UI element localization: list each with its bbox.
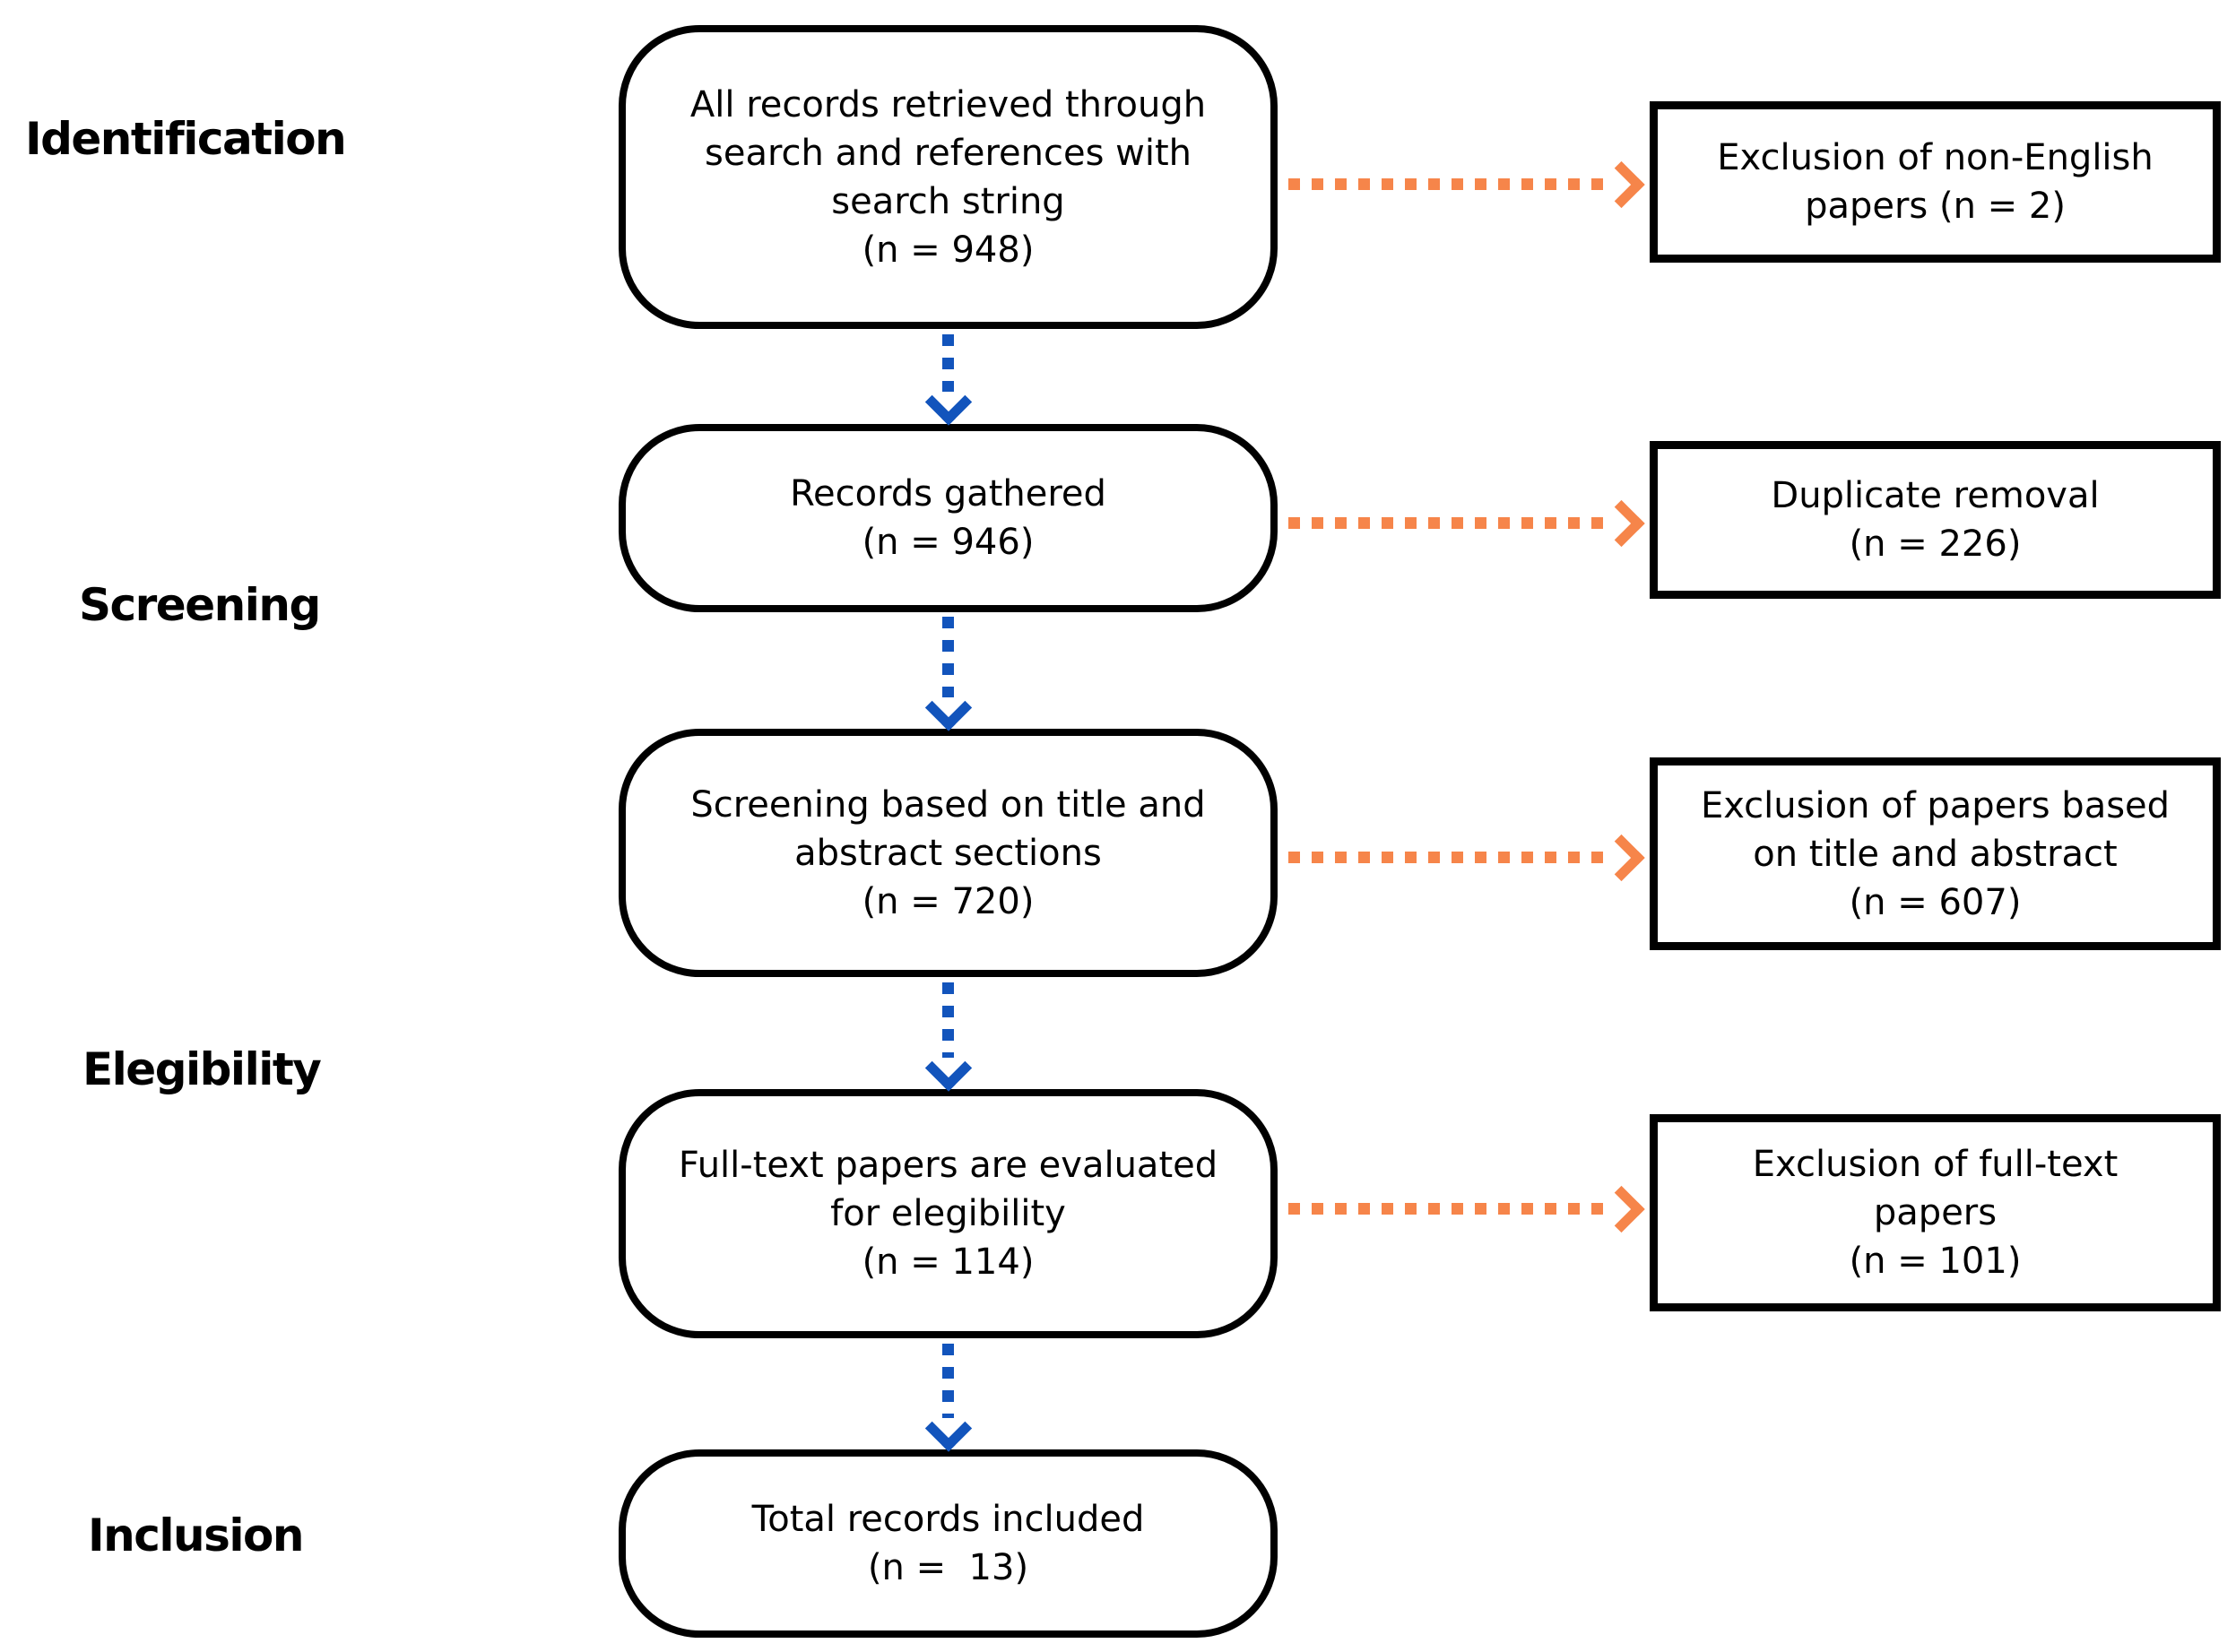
- exclusion-box-non-english-text: Exclusion of non-English papers (n = 2): [1717, 137, 2154, 227]
- exclusion-box-fulltext: Exclusion of full-text papers (n = 101): [1650, 1114, 2221, 1311]
- flow-box-fulltext-evaluated-text: Full-text papers are evaluated for elegi…: [678, 1145, 1218, 1283]
- exclusion-box-duplicates-text: Duplicate removal (n = 226): [1771, 475, 2100, 565]
- exclusion-box-fulltext-text: Exclusion of full-text papers (n = 101): [1752, 1144, 2119, 1282]
- arrow-down-icon-2: [942, 617, 954, 697]
- flow-box-records-retrieved-text: All records retrieved through search and…: [689, 83, 1207, 271]
- exclusion-box-title-abstract: Exclusion of papers based on title and a…: [1650, 757, 2221, 950]
- flow-box-total-included: Total records included (n = 13): [619, 1449, 1278, 1638]
- exclusion-box-non-english: Exclusion of non-English papers (n = 2): [1650, 101, 2221, 263]
- flow-box-total-included-text: Total records included (n = 13): [751, 1499, 1145, 1588]
- flow-box-records-retrieved: All records retrieved through search and…: [619, 25, 1278, 329]
- exclusion-box-duplicates: Duplicate removal (n = 226): [1650, 441, 2221, 599]
- arrow-down-icon-3: [942, 982, 954, 1058]
- flow-box-fulltext-evaluated: Full-text papers are evaluated for elegi…: [619, 1089, 1278, 1338]
- arrow-right-icon-3: [1288, 852, 1611, 863]
- stage-label-screening: Screening: [79, 579, 321, 631]
- arrow-right-icon-2: [1288, 517, 1611, 529]
- stage-label-elegibility: Elegibility: [82, 1043, 322, 1095]
- flow-box-title-abstract-screening: Screening based on title and abstract se…: [619, 729, 1278, 977]
- exclusion-box-title-abstract-text: Exclusion of papers based on title and a…: [1700, 784, 2171, 923]
- arrow-right-icon-4: [1288, 1203, 1611, 1215]
- stage-label-identification: Identification: [25, 113, 347, 165]
- stage-label-inclusion: Inclusion: [88, 1509, 304, 1561]
- flow-box-records-gathered-text: Records gathered (n = 946): [790, 473, 1106, 563]
- arrow-down-icon-1: [942, 334, 954, 392]
- arrow-down-icon-4: [942, 1344, 954, 1418]
- flow-box-title-abstract-screening-text: Screening based on title and abstract se…: [690, 783, 1206, 922]
- arrow-right-icon-1: [1288, 178, 1611, 190]
- flow-box-records-gathered: Records gathered (n = 946): [619, 424, 1278, 612]
